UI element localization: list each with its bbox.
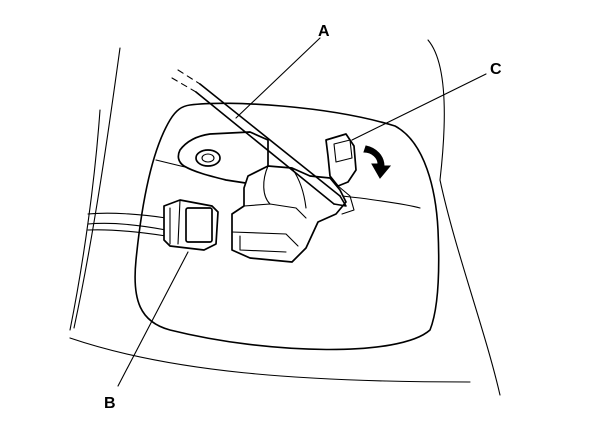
body-panel-outlines — [69, 39, 501, 396]
callout-b-label: B — [104, 395, 116, 412]
rotation-arrow-icon — [363, 145, 392, 179]
callout-leaders — [117, 37, 487, 387]
wire-harness — [87, 212, 167, 237]
callout-a-label: A — [318, 23, 330, 40]
screwdriver-tool — [171, 69, 347, 207]
callout-c-label: C — [490, 61, 502, 78]
bulb-connector — [163, 199, 219, 251]
